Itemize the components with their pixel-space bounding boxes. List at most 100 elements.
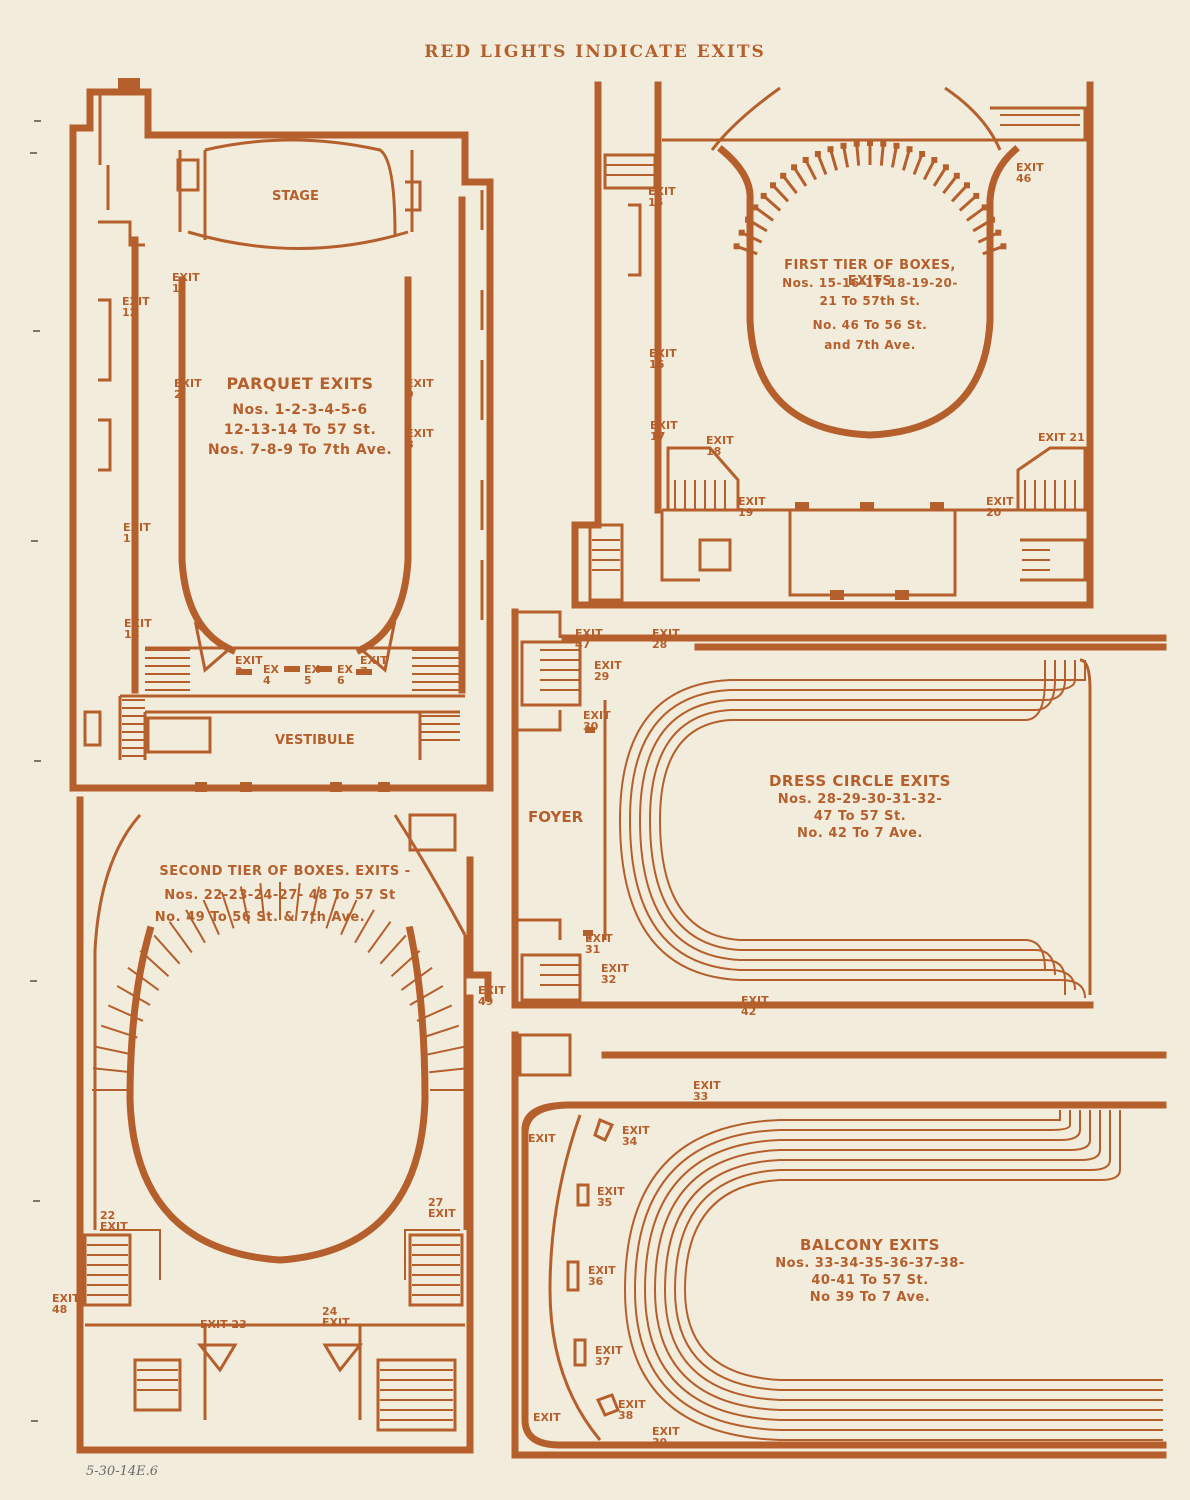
- second-tier-box-divider: [100, 1024, 138, 1039]
- perforation-mark: [31, 540, 38, 542]
- first-tier-box-divider-lamp: [942, 164, 949, 171]
- first-tier-box-divider: [912, 153, 924, 175]
- exit-5-label: EX 5: [304, 663, 320, 687]
- first-tier-box-divider: [736, 244, 758, 256]
- first-tier-box-divider: [922, 159, 936, 181]
- balcony-line-1: Nos. 33-34-35-36-37-38-: [775, 1256, 965, 1271]
- exit-12-label: EXIT 12: [122, 295, 150, 319]
- exit-16-label: EXIT 16: [649, 347, 677, 371]
- second-tier-box-divider: [116, 985, 151, 1006]
- exit-48-label: EXIT 48: [52, 1292, 80, 1316]
- exit-49-label: EXIT 49: [478, 984, 506, 1008]
- second-tier-box-divider: [107, 1004, 144, 1022]
- first-tier-box-divider-lamp: [1000, 243, 1007, 250]
- first-tier-box-divider-lamp: [780, 172, 787, 179]
- first-tier-box-divider-lamp: [853, 140, 860, 147]
- first-tier-box-divider-lamp: [973, 192, 980, 199]
- first-tier-box-divider-lamp: [964, 182, 970, 189]
- exit-14-label: EXIT 14: [124, 617, 152, 641]
- first-tier-box-divider-lamp: [880, 140, 887, 147]
- exit-2-label: EXIT 2: [174, 377, 202, 401]
- second-tier-box-divider: [340, 899, 358, 936]
- second-tier-line-2: No. 49 To 56 St. & 7th Ave.: [154, 910, 366, 925]
- parquet-line-1: Nos. 1-2-3-4-5-6: [232, 402, 368, 418]
- exit-42-label: EXIT 42: [741, 994, 769, 1018]
- first-tier-box-divider: [982, 244, 1004, 256]
- exit-30-label: EXIT 30: [583, 709, 611, 733]
- second-tier-box-divider: [400, 966, 433, 991]
- exit-20-label: EXIT 20: [986, 495, 1014, 519]
- first-tier-box-divider-lamp: [840, 142, 847, 149]
- exit-17-label: EXIT 17: [650, 419, 678, 443]
- exit-15-label: EXIT 15: [648, 185, 676, 209]
- first-tier-box-divider: [816, 153, 828, 175]
- exit-18-label: EXIT 18: [706, 434, 734, 458]
- first-tier-box-divider-lamp: [919, 151, 926, 157]
- exit-balcony-bottom-label: EXIT: [533, 1411, 561, 1424]
- first-tier-box-divider: [932, 166, 948, 187]
- second-tier-box-divider: [426, 1045, 465, 1056]
- first-tier-box-divider-lamp: [733, 243, 740, 250]
- exit-7-label: EXIT 7: [360, 654, 388, 678]
- first-tier-box-divider: [829, 148, 839, 171]
- first-tier-box-divider-lamp: [745, 216, 751, 223]
- exit-35-label: EXIT 35: [597, 1185, 625, 1209]
- second-tier-box-divider: [354, 909, 375, 944]
- second-tier-box-divider: [294, 882, 301, 922]
- first-tier-plan: [571, 81, 1094, 609]
- parquet-line-3: Nos. 7-8-9 To 7th Ave.: [207, 442, 393, 458]
- exit-4-label: EX 4: [263, 663, 279, 687]
- exit-33-label: EXIT 33: [693, 1079, 721, 1103]
- second-tier-box-divider: [416, 1004, 453, 1022]
- balcony-title: BALCONY EXITS: [800, 1236, 940, 1254]
- exit-37-label: EXIT 37: [595, 1344, 623, 1368]
- first-tier-box-divider-lamp: [752, 204, 759, 211]
- first-tier-line-1: Nos. 15-16-17-18-19-20-: [782, 276, 958, 290]
- dress-circle-line-1: Nos. 28-29-30-31-32-: [777, 792, 943, 807]
- exit-19-label: EXIT 19: [738, 495, 766, 519]
- first-tier-box-divider-lamp: [931, 157, 938, 163]
- parquet-line-2: 12-13-14 To 57 St.: [223, 422, 377, 438]
- exit-24-label: 24 EXIT: [322, 1305, 350, 1329]
- stage-label: STAGE: [272, 189, 319, 204]
- first-tier-box-divider: [890, 145, 898, 168]
- exit-23-label: EXIT 23: [200, 1318, 247, 1331]
- exit-13-label: EXIT 13: [123, 521, 151, 545]
- exit-6-label: EX 6: [337, 663, 353, 687]
- second-tier-line-1: Nos. 22-23-24-27- 48 To 57 St: [164, 888, 396, 903]
- second-tier-box-divider: [390, 950, 421, 977]
- parquet-title: PARQUET EXITS: [226, 374, 374, 393]
- vestibule-label: VESTIBULE: [275, 733, 355, 748]
- perforation-mark: [30, 980, 37, 982]
- first-tier-box-divider: [855, 143, 861, 166]
- second-tier-box-divider: [220, 891, 235, 929]
- first-tier-title: FIRST TIER OF BOXES, EXITS: [784, 258, 956, 290]
- second-tier-box-divider: [185, 909, 206, 944]
- balcony-plan: [511, 1031, 1167, 1459]
- exit-36-label: EXIT 36: [588, 1264, 616, 1288]
- exit-39-label: EXIT 39: [652, 1425, 680, 1449]
- perforation-mark: [33, 1200, 40, 1202]
- exit-8-label: EXIT 8: [406, 427, 434, 451]
- exit-balcony-left-label: EXIT: [528, 1132, 556, 1145]
- perforation-mark: [31, 1420, 38, 1422]
- first-tier-box-divider-lamp: [981, 204, 988, 211]
- dress-circle-plan: [511, 608, 1167, 1009]
- perforation-mark: [30, 152, 37, 154]
- first-tier-line-3: No. 46 To 56 St.: [812, 318, 928, 332]
- first-tier-box-divider-lamp: [827, 146, 834, 153]
- second-tier-box-divider: [325, 891, 340, 929]
- first-tier-box-divider-lamp: [953, 172, 960, 179]
- first-tier-box-divider-lamp: [995, 229, 1002, 236]
- first-tier-box-divider: [741, 231, 763, 244]
- exit-47-label: EXIT 47: [575, 627, 603, 651]
- first-tier-box-divider-lamp: [802, 157, 809, 163]
- second-tier-box-divider: [239, 886, 250, 924]
- parquet-plan: [69, 78, 494, 792]
- first-tier-box-divider-lamp: [906, 146, 913, 153]
- first-tier-box-divider-lamp: [867, 140, 873, 146]
- second-tier-box-divider: [429, 1067, 468, 1074]
- page-header: RED LIGHTS INDICATE EXITS: [424, 42, 766, 62]
- dress-circle-line-2: 47 To 57 St.: [813, 809, 907, 824]
